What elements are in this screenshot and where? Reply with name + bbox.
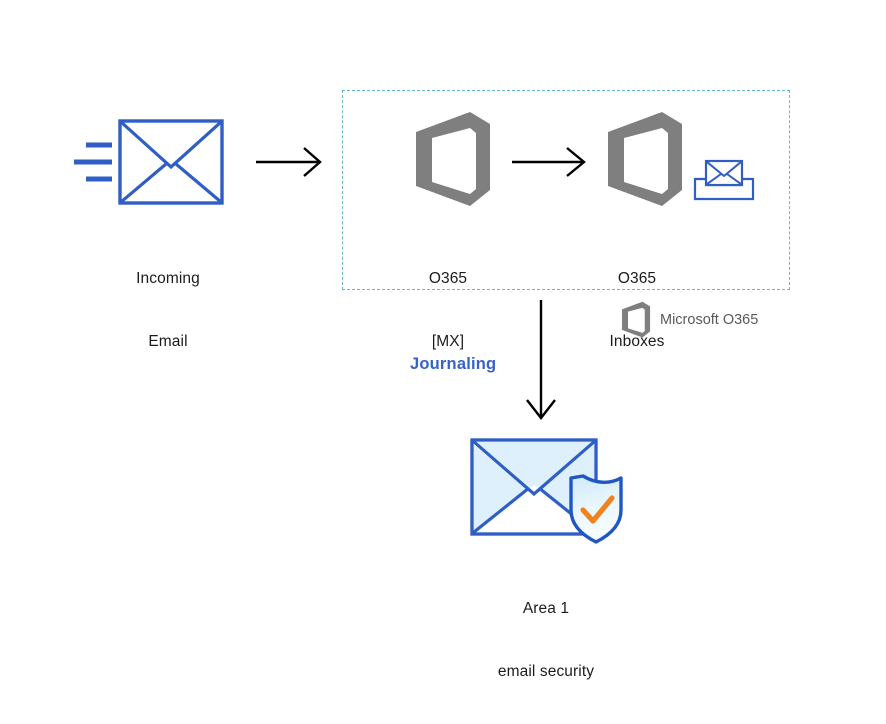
caption-line: O365 <box>428 270 468 287</box>
caption-line: [MX] <box>431 333 465 350</box>
arrow-mx-to-inboxes <box>512 142 588 182</box>
o365-mx-logo-icon <box>406 110 492 210</box>
caption-line: O365 <box>617 270 657 287</box>
caption-line: Inboxes <box>609 333 665 350</box>
area1-shielded-envelope-icon <box>466 432 634 544</box>
journaling-label: Journaling <box>410 355 497 373</box>
incoming-email-envelope-icon <box>70 112 240 212</box>
speed-lines <box>74 142 112 182</box>
arrow-incoming-to-mx <box>256 142 324 182</box>
incoming-email-caption: Incoming Email <box>83 226 253 394</box>
o365-boundary-box <box>342 90 790 290</box>
o365-mx-caption: O365 [MX] <box>373 226 523 394</box>
legend-microsoft-o365: Microsoft O365 <box>618 300 798 340</box>
area1-caption: Area 1 email security <box>460 556 632 724</box>
o365-inboxes-caption: O365 Inboxes <box>562 226 712 394</box>
caption-line: Incoming <box>136 270 200 287</box>
inbox-envelope-tray-icon <box>692 157 756 203</box>
caption-line: email security <box>497 663 595 680</box>
caption-line: Area 1 <box>522 600 570 617</box>
diagram-canvas: Incoming Email O365 [MX] <box>70 90 798 680</box>
o365-inboxes-logo-icon <box>598 110 684 210</box>
arrow-journaling-down <box>512 300 570 422</box>
office-365-logo-icon <box>618 301 651 339</box>
caption-line: Email <box>148 333 188 350</box>
legend-o365-label: Microsoft O365 <box>660 312 759 328</box>
